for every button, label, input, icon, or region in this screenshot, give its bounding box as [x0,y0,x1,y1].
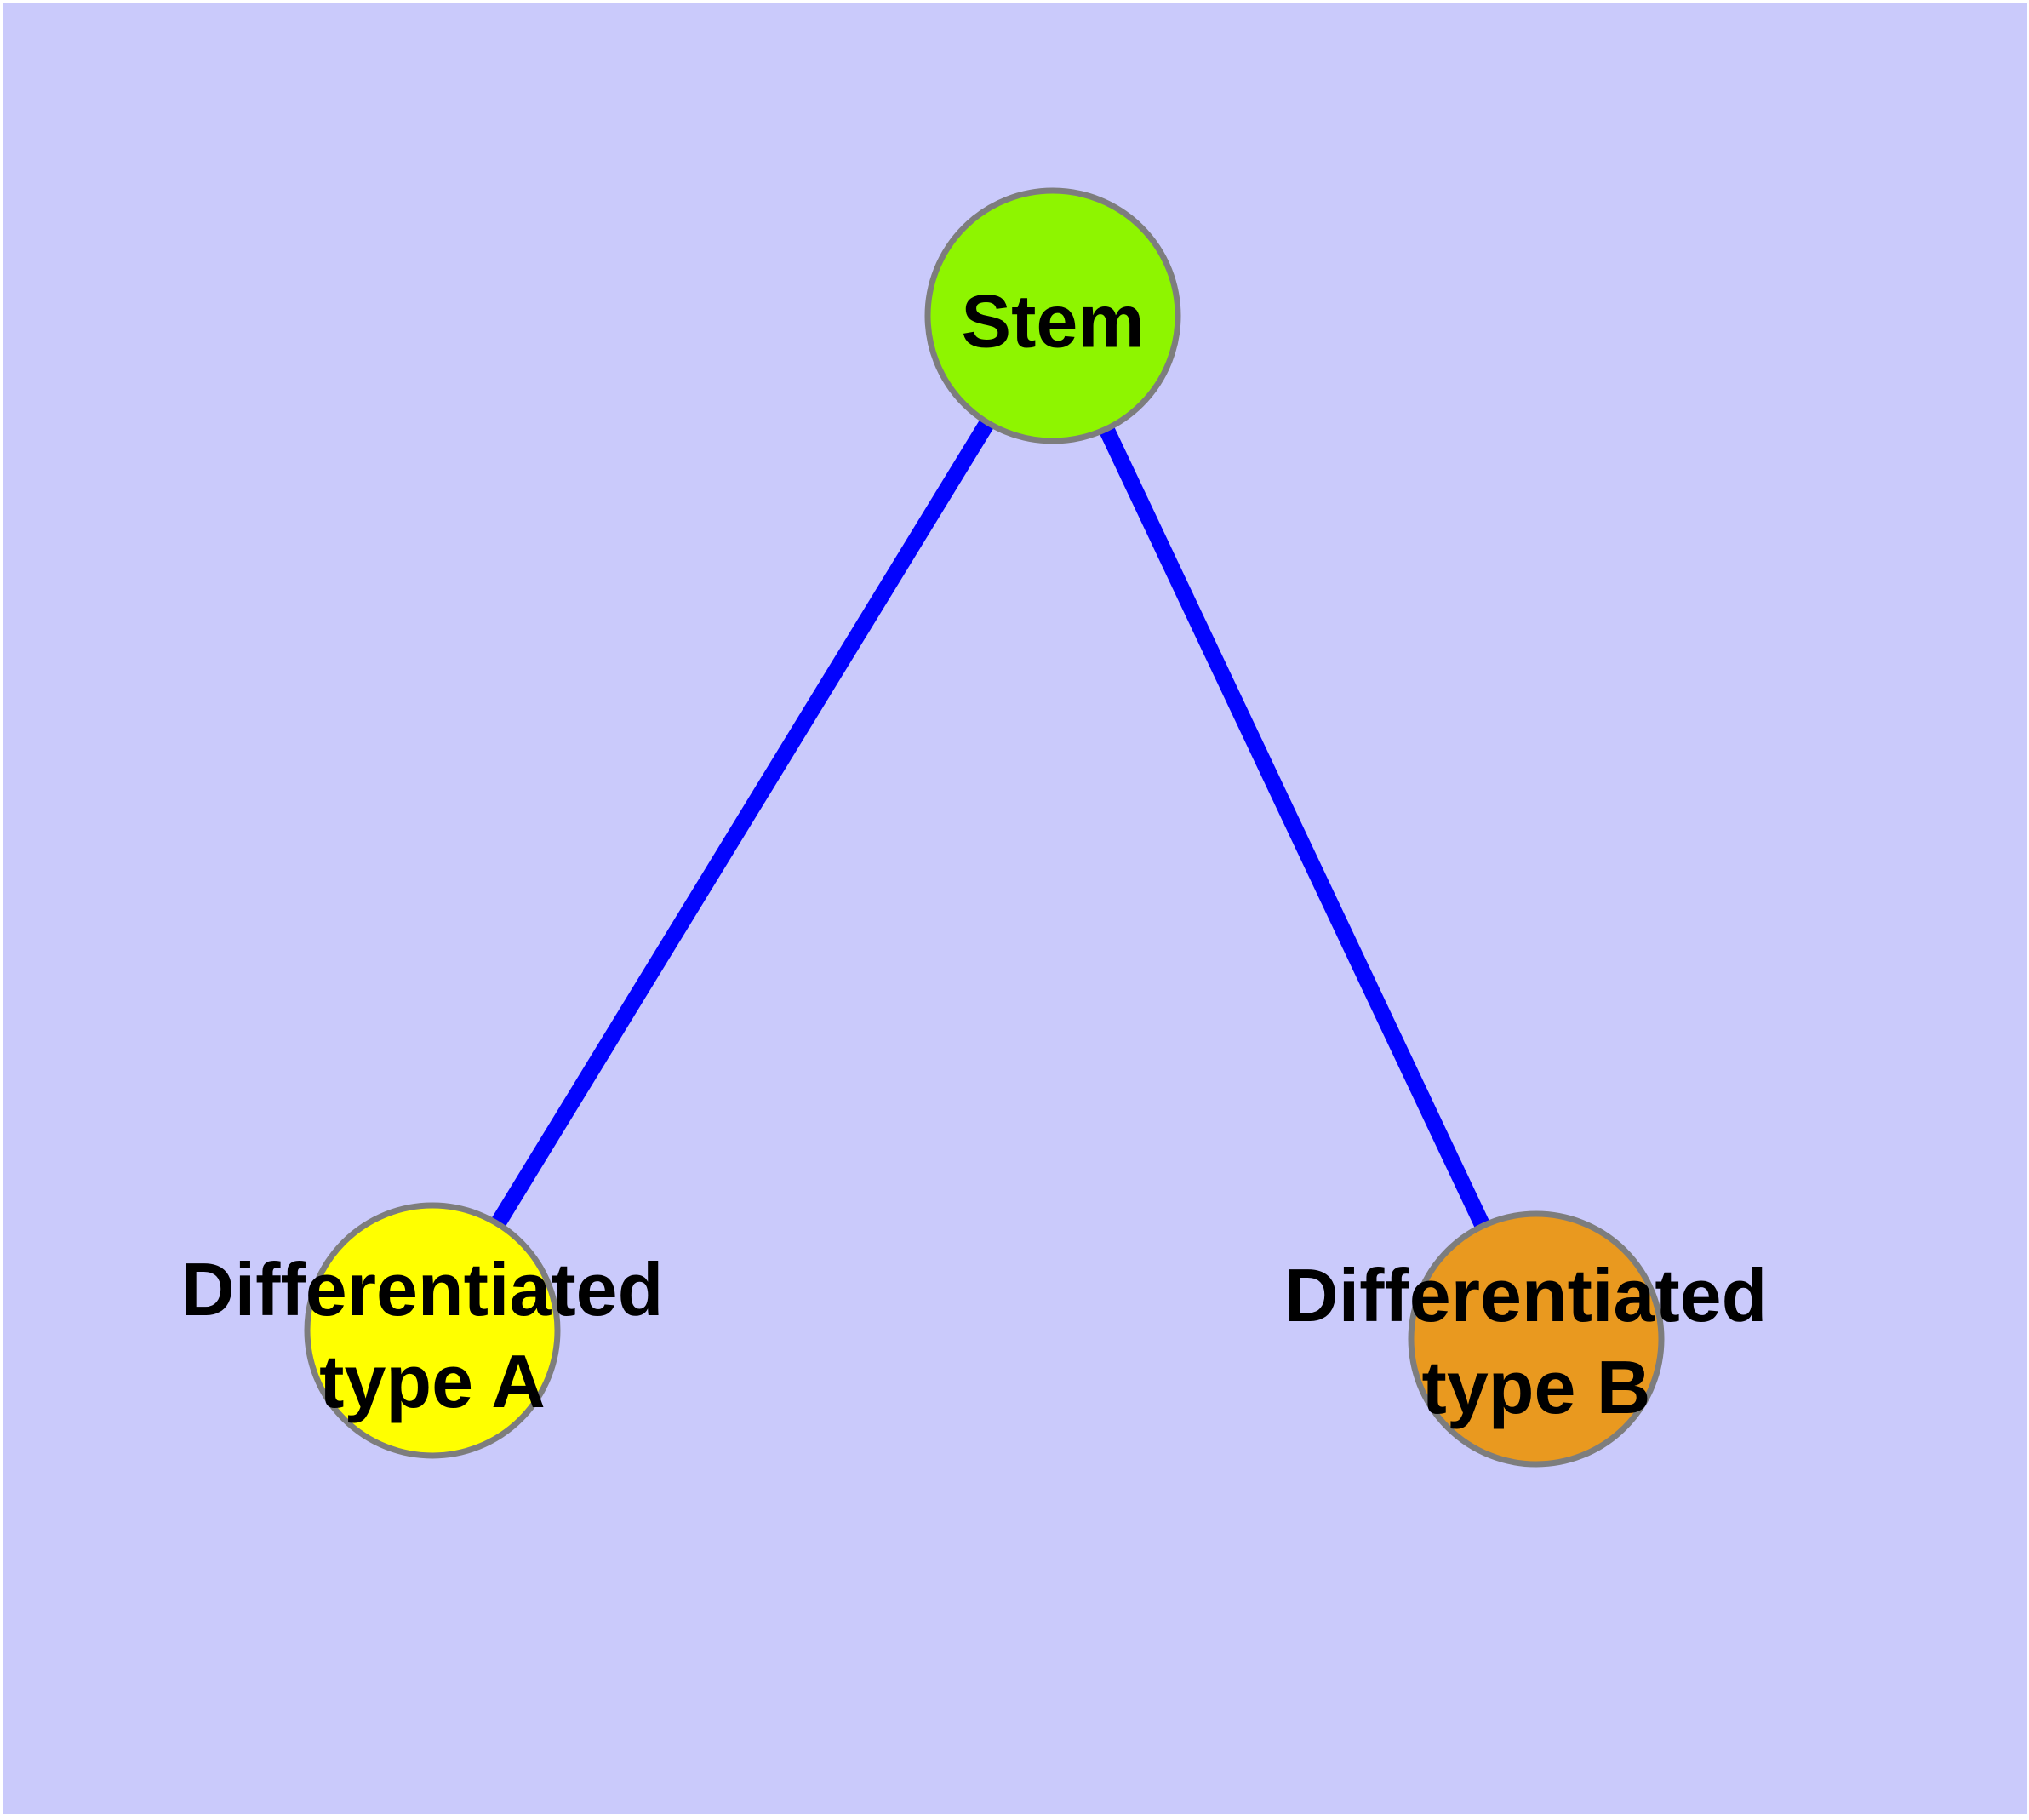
node-stem-label: Stem [961,279,1144,363]
edge-stem-to-type-a [425,312,1060,1335]
node-differentiated-type-b-label: Differentiated type B [1284,1253,1788,1429]
node-differentiated-type-a-label-line1: Differentiated [180,1247,663,1331]
node-differentiated-type-a-label-line2: type A [319,1339,546,1423]
node-differentiated-type-a [304,1202,561,1459]
edge-stem-to-type-b [1045,312,1544,1343]
node-differentiated-type-a-label: Differentiated type A [180,1247,684,1423]
node-stem [924,187,1181,444]
node-differentiated-type-b-label-line1: Differentiated [1284,1253,1767,1337]
node-differentiated-type-b [1408,1210,1665,1468]
node-differentiated-type-b-label-line2: type B [1422,1345,1651,1429]
